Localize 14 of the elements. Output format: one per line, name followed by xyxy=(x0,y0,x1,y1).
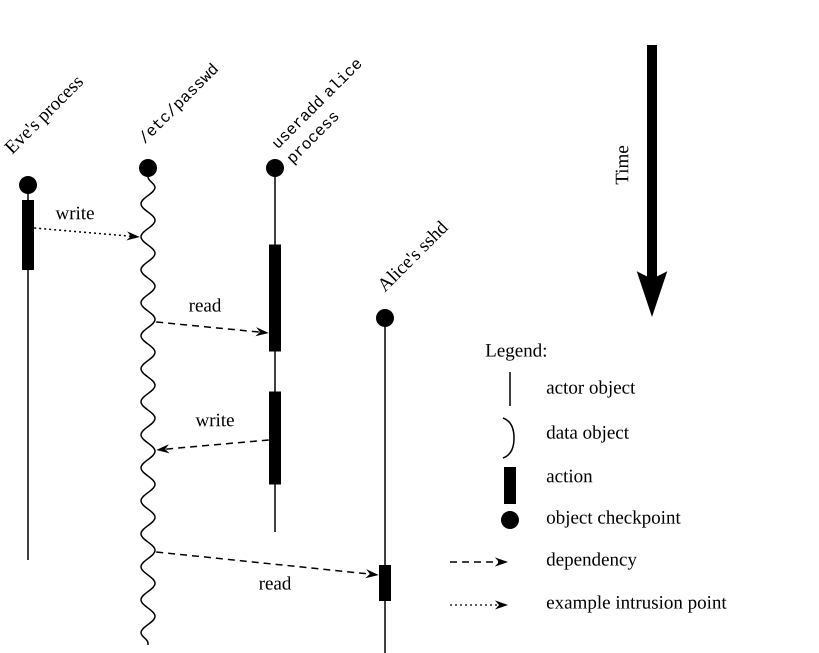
label: Legend: xyxy=(486,343,546,361)
edge-label: write xyxy=(196,414,234,426)
label: Time xyxy=(616,146,628,184)
edge-label: read xyxy=(189,298,222,312)
legend-text: actor object xyxy=(546,380,636,398)
legend-text: object checkpoint xyxy=(546,510,681,528)
edge-label: read xyxy=(259,576,292,590)
action-bar xyxy=(22,200,34,270)
action-bar xyxy=(269,392,281,484)
legend-text: data object xyxy=(546,425,629,443)
legend-text: action xyxy=(546,470,592,482)
legend-text: example intrusion point xyxy=(546,595,727,613)
edge-label: write xyxy=(56,206,94,220)
legend-text: dependency xyxy=(546,552,637,570)
